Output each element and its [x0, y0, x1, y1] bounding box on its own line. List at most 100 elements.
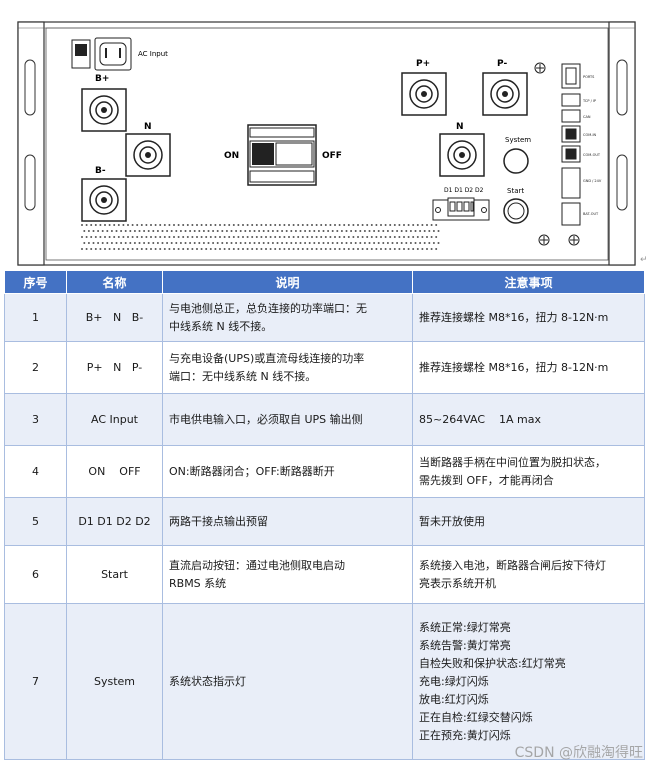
header-number: 序号 [4, 270, 67, 294]
n-left-terminal [125, 133, 171, 177]
b-minus-label: B- [95, 166, 106, 176]
right-mounting-ear [608, 21, 636, 266]
ground-screw-icon [534, 62, 546, 74]
row-number: 4 [4, 445, 67, 498]
row-name: System [66, 603, 163, 760]
row-number: 7 [4, 603, 67, 760]
svg-text:TCP / IP: TCP / IP [582, 99, 596, 103]
row-description: ON:断路器闭合；OFF:断路器断开 [162, 445, 413, 498]
description-line: 与充电设备(UPS)或直流母线连接的功率 [169, 351, 365, 365]
note-line: 系统接入电池，断路器合闸后按下待灯 [419, 558, 606, 572]
dry-contact-connector [432, 197, 490, 221]
description-line: 中线系统 N 线不接。 [169, 319, 273, 333]
n-left-label: N [144, 122, 152, 132]
header-notes: 注意事项 [412, 270, 645, 294]
row-number: 2 [4, 341, 67, 394]
row-name: ON OFF [66, 445, 163, 498]
description-line: 直流启动按钮：通过电池侧取电启动 [169, 558, 345, 572]
row-name: D1 D1 D2 D2 [66, 497, 163, 546]
note-line: 暂未开放使用 [419, 514, 485, 528]
n-right-label: N [456, 122, 464, 132]
b-minus-terminal [81, 178, 127, 222]
note-line: 推荐连接螺栓 M8*16，扭力 8-12N·m [419, 360, 609, 374]
row-description: 与电池侧总正，总负连接的功率端口：无中线系统 N 线不接。 [162, 293, 413, 342]
description-line: ON:断路器闭合；OFF:断路器断开 [169, 464, 335, 478]
p-plus-terminal [401, 72, 447, 116]
svg-text:PORTS: PORTS [583, 75, 595, 79]
row-notes: 暂未开放使用 [412, 497, 645, 546]
off-label: OFF [322, 151, 342, 161]
p-minus-label: P- [497, 59, 507, 69]
note-line: 推荐连接螺栓 M8*16，扭力 8-12N·m [419, 310, 609, 324]
watermark: CSDN @欣融淘得旺 [514, 745, 643, 761]
row-notes: 推荐连接螺栓 M8*16，扭力 8-12N·m [412, 293, 645, 342]
note-line: 正在预充:黄灯闪烁 [419, 728, 511, 742]
note-line: 需先拨到 OFF，才能再闭合 [419, 473, 554, 487]
row-description: 直流启动按钮：通过电池侧取电启动 RBMS 系统 [162, 545, 413, 604]
row-number: 3 [4, 393, 67, 446]
description-line: 市电供电输入口，必须取自 UPS 输出侧 [169, 412, 363, 426]
header-description: 说明 [162, 270, 413, 294]
description-line: 与电池侧总正，总负连接的功率端口：无 [169, 301, 367, 315]
description-line: RBMS 系统 [169, 576, 227, 590]
note-line: 正在自检:红绿交替闪烁 [419, 710, 533, 724]
note-line: 系统正常:绿灯常亮 [419, 620, 511, 634]
row-notes: 系统正常:绿灯常亮系统告警:黄灯常亮自检失败和保护状态:红灯常亮充电:绿灯闪烁放… [412, 603, 645, 760]
p-minus-terminal [482, 72, 528, 116]
svg-text:COM-OUT: COM-OUT [583, 153, 601, 157]
description-line: 两路干接点输出预留 [169, 514, 268, 528]
ac-input-socket [94, 37, 132, 71]
svg-text:↵: ↵ [640, 255, 648, 265]
row-number: 5 [4, 497, 67, 546]
b-plus-label: B+ [95, 74, 109, 84]
svg-text:CAN: CAN [583, 115, 591, 119]
row-number: 6 [4, 545, 67, 604]
row-name: AC Input [66, 393, 163, 446]
note-line: 充电:绿灯闪烁 [419, 674, 489, 688]
note-line: 当断路器手柄在中间位置为脱扣状态， [419, 455, 606, 469]
row-description: 两路干接点输出预留 [162, 497, 413, 546]
ac-input-label: AC Input [138, 50, 168, 58]
on-label: ON [224, 151, 239, 161]
row-name: Start [66, 545, 163, 604]
system-indicator-light [503, 148, 529, 174]
row-description: 系统状态指示灯 [162, 603, 413, 760]
svg-text:COM-IN: COM-IN [583, 133, 597, 137]
circuit-breaker [247, 124, 317, 186]
vent-holes [81, 224, 440, 250]
svg-text:BAT-OUT: BAT-OUT [583, 212, 599, 216]
system-label: System [505, 136, 531, 144]
row-notes: 推荐连接螺栓 M8*16，扭力 8-12N·m [412, 341, 645, 394]
note-line: 自检失败和保护状态:红灯常亮 [419, 656, 566, 670]
header-name: 名称 [66, 270, 163, 294]
row-notes: 系统接入电池，断路器合闸后按下待灯亮表示系统开机 [412, 545, 645, 604]
communication-ports [561, 63, 581, 226]
note-line: 放电:红灯闪烁 [419, 692, 489, 706]
note-line: 85~264VAC 1A max [419, 412, 542, 426]
dry-contact-labels: D1 D1 D2 D2 [444, 187, 484, 194]
p-plus-label: P+ [416, 59, 430, 69]
table-header-row: 序号 名称 说明 注意事项 [4, 270, 645, 294]
row-name: P+ N P- [66, 341, 163, 394]
note-line: 系统告警:黄灯常亮 [419, 638, 511, 652]
row-name: B+ N B- [66, 293, 163, 342]
row-notes: 当断路器手柄在中间位置为脱扣状态， 需先拨到 OFF，才能再闭合 [412, 445, 645, 498]
svg-text:GND / 24V: GND / 24V [583, 179, 602, 183]
left-mounting-ear [17, 21, 45, 266]
n-right-terminal [439, 133, 485, 177]
row-notes: 85~264VAC 1A max [412, 393, 645, 446]
row-description: 与充电设备(UPS)或直流母线连接的功率端口：无中线系统 N 线不接。 [162, 341, 413, 394]
description-line: 端口：无中线系统 N 线不接。 [169, 369, 317, 383]
start-label: Start [507, 187, 524, 195]
row-number: 1 [4, 293, 67, 342]
row-description: 市电供电输入口，必须取自 UPS 输出侧 [162, 393, 413, 446]
